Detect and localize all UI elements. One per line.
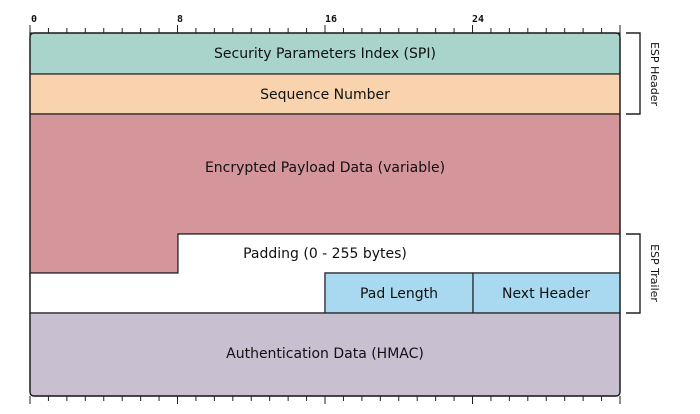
spi-label: Security Parameters Index (SPI) [214, 46, 436, 62]
next-header-label: Next Header [502, 286, 590, 302]
padding-label: Padding (0 - 255 bytes) [243, 246, 407, 262]
authentication-data-label: Authentication Data (HMAC) [226, 346, 424, 362]
next-header-field [472, 272, 621, 314]
esp-trailer-label: ESP Trailer [648, 244, 661, 302]
sequence-number-label: Sequence Number [260, 87, 390, 103]
encrypted-payload-label: Encrypted Payload Data (variable) [205, 160, 445, 176]
pad-length-label: Pad Length [360, 286, 438, 302]
esp-trailer-bracket [626, 233, 641, 314]
bit-label-24: 24 [472, 14, 484, 25]
bit-ruler-ticks [29, 25, 621, 404]
bit-label-16: 16 [325, 14, 337, 25]
esp-header-label: ESP Header [648, 42, 661, 107]
packet-outline [29, 32, 621, 397]
bit-label-0: 0 [31, 14, 37, 25]
esp-header-bracket [626, 32, 641, 115]
bit-label-8: 8 [177, 14, 183, 25]
